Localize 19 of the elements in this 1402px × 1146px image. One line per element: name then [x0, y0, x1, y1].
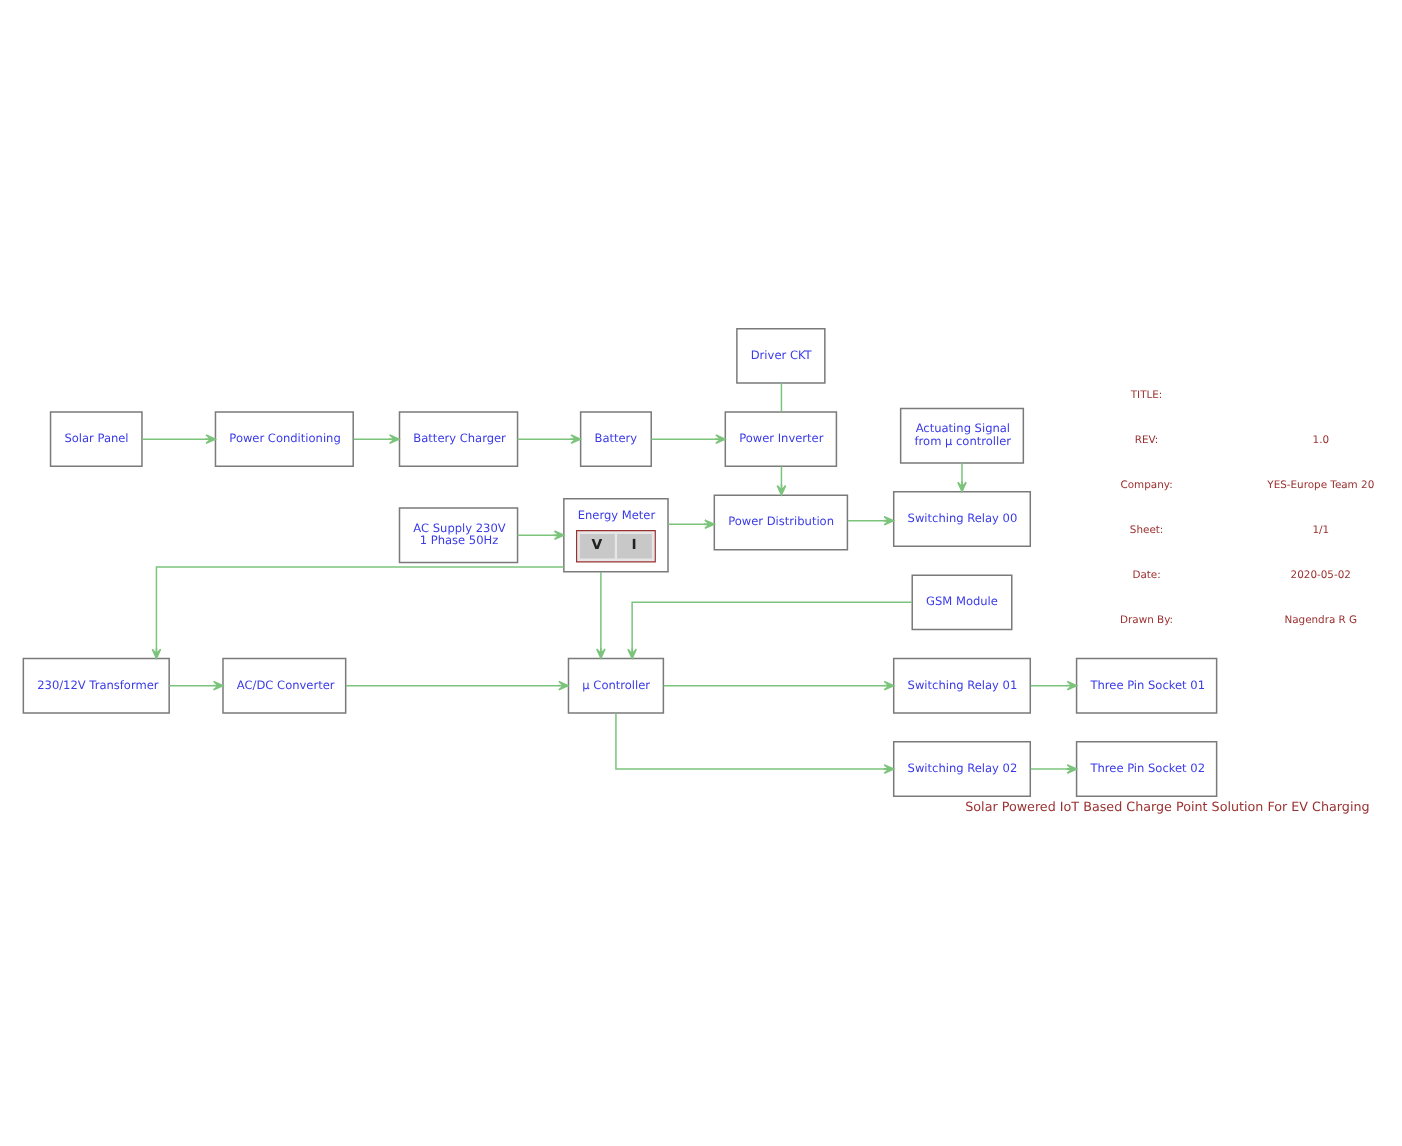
arrow — [1030, 679, 1078, 690]
arrow — [615, 711, 895, 773]
arrow — [141, 433, 217, 444]
arrow — [151, 565, 565, 659]
arrow — [650, 433, 726, 444]
arrow — [776, 464, 787, 495]
arrow — [168, 679, 224, 690]
arrow — [957, 461, 967, 492]
arrow — [516, 529, 565, 540]
arrow — [847, 514, 895, 525]
arrow — [595, 570, 606, 658]
arrow — [516, 433, 582, 444]
arrow — [627, 600, 913, 659]
arrow — [662, 679, 895, 690]
connector — [780, 381, 783, 412]
arrow — [667, 518, 715, 529]
arrow — [1030, 763, 1078, 773]
arrow — [345, 679, 569, 690]
arrow — [352, 433, 400, 444]
